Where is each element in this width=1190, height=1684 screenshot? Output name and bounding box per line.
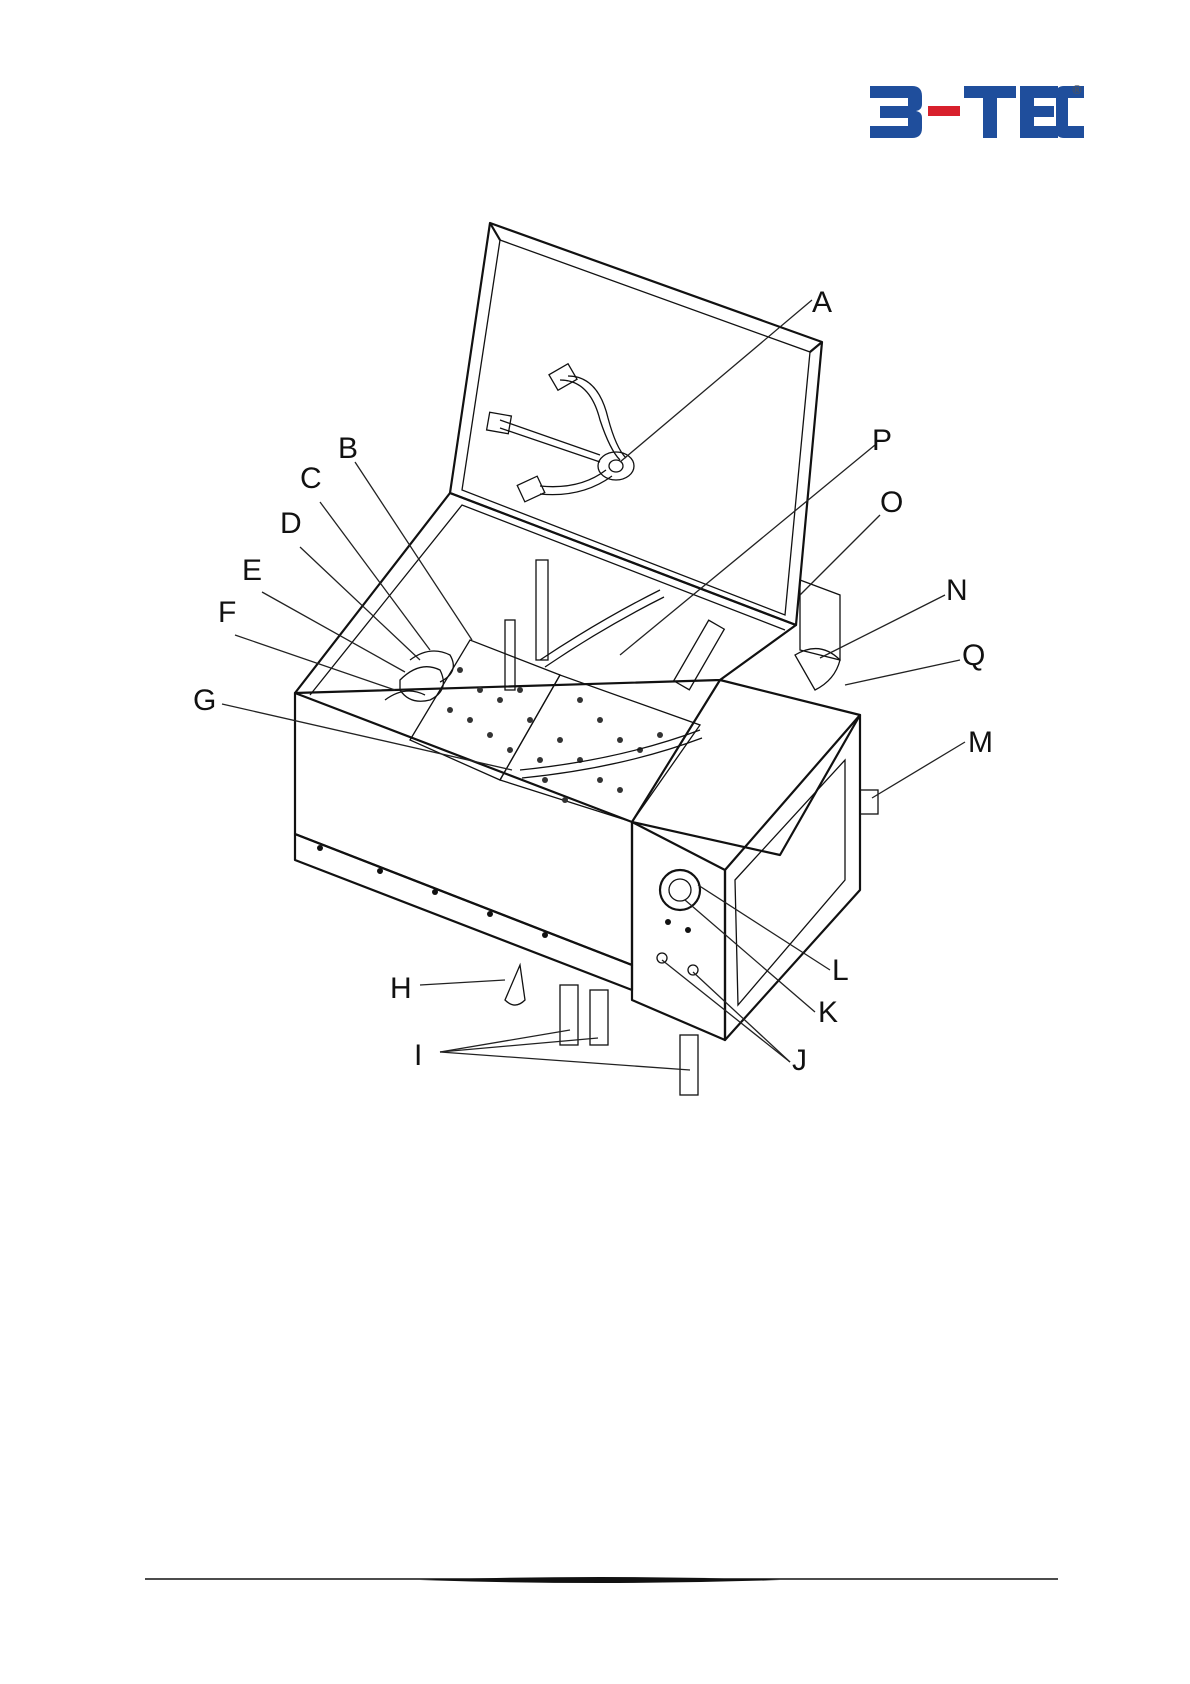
callout-o: O — [880, 486, 903, 519]
callout-h: H — [390, 972, 412, 1005]
callout-k: K — [818, 996, 838, 1029]
callout-m: M — [968, 726, 993, 759]
callout-l: L — [832, 954, 849, 987]
leader-lines — [222, 300, 965, 1070]
callout-n: N — [946, 574, 968, 607]
callout-j: J — [792, 1044, 807, 1077]
callout-i: I — [414, 1039, 422, 1072]
callout-d: D — [280, 507, 302, 540]
callout-c: C — [300, 462, 322, 495]
callout-p: P — [872, 424, 892, 457]
tank — [295, 493, 796, 990]
callout-f: F — [218, 596, 236, 629]
footer-rule — [0, 1572, 1190, 1592]
legs — [505, 965, 698, 1095]
callout-g: G — [193, 684, 216, 717]
callout-q: Q — [962, 639, 985, 672]
callout-a: A — [812, 286, 832, 319]
callout-e: E — [242, 554, 262, 587]
callout-b: B — [338, 432, 358, 465]
